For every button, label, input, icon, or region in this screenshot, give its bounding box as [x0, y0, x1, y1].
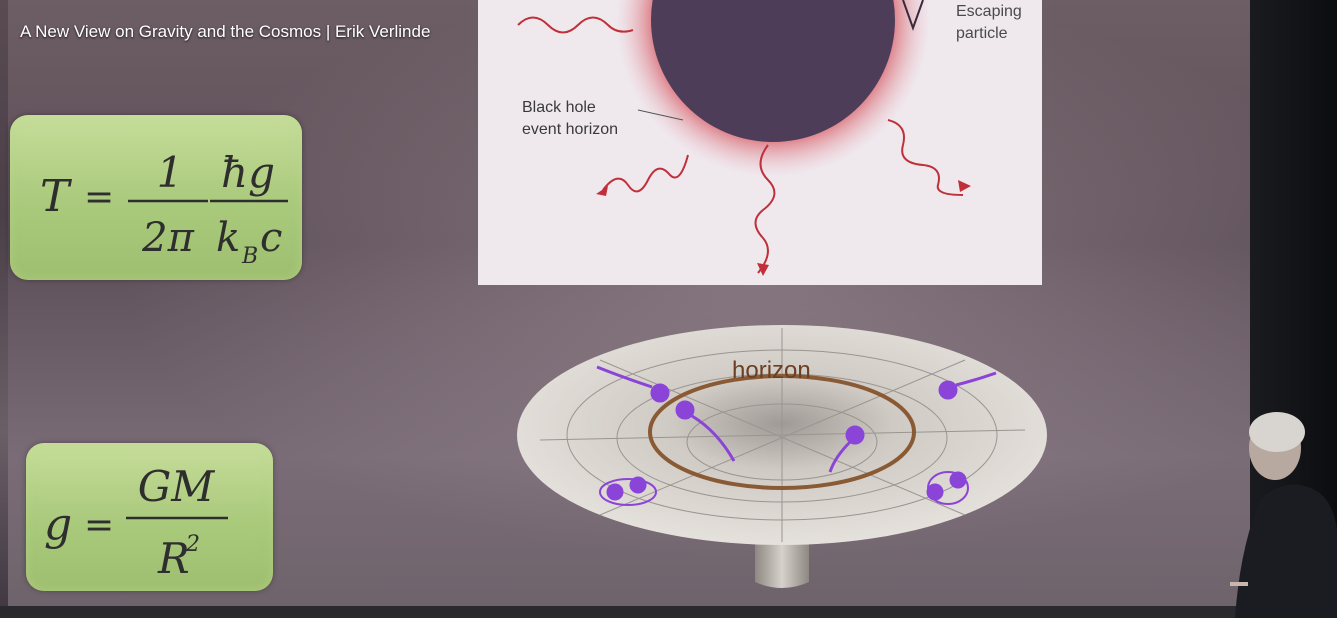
particle-1 [650, 383, 670, 403]
particle-4-trail [955, 371, 997, 387]
particle-path-left [602, 154, 689, 193]
speaker-hand [1230, 582, 1248, 586]
formula-frac2-den-c: c [260, 215, 282, 261]
formula-g-exponent: 2 [185, 532, 200, 557]
video-title[interactable]: A New View on Gravity and the Cosmos | E… [20, 22, 431, 41]
hawking-temperature-formula: T = 1 2π ħg k B c [10, 115, 302, 280]
formula-g-lhs: g [44, 499, 72, 550]
particles [596, 365, 997, 506]
formula-temperature-svg: T = 1 2π ħg k B c [40, 148, 288, 269]
particle-path-bottom [754, 144, 776, 274]
formula-frac1-denominator: 2π [141, 215, 194, 261]
horizon-funnel-diagram: horizon [510, 320, 1055, 600]
formula-g-equals: = [84, 505, 114, 546]
particle-4 [938, 380, 958, 400]
particle-3-trail [828, 440, 852, 473]
escaping-pointer [902, 0, 924, 31]
arrowhead-right [958, 180, 971, 192]
hawking-radiation-svg: Escaping particle Black hole event horiz… [478, 0, 1042, 285]
particle-2 [675, 400, 695, 420]
formula-frac2-numerator: ħg [221, 148, 275, 197]
label-pointer [637, 109, 684, 121]
black-hole-label-line1: Black hole [522, 99, 596, 116]
formula-frac2-den-sub: B [241, 244, 258, 269]
formula-g-denominator: R [157, 534, 190, 583]
formula-frac2-den-k: k [216, 215, 240, 261]
grid-line-diagonal-2 [599, 359, 966, 516]
hawking-radiation-illustration: Escaping particle Black hole event horiz… [478, 0, 1042, 285]
speaker-svg [1230, 412, 1337, 618]
horizon-funnel-svg: horizon [517, 325, 1047, 588]
speaker-body [1235, 484, 1337, 618]
particle-path-right [887, 119, 964, 196]
particle-3 [845, 425, 865, 445]
escaping-label-line2: particle [956, 25, 1008, 42]
escaping-label-line1: Escaping [956, 3, 1022, 20]
pair-loop-left [599, 478, 657, 506]
formula-equals: = [84, 177, 114, 218]
formula-g-numerator: GM [138, 462, 216, 511]
particle-2-trail [691, 414, 736, 462]
black-hole-label-line2: event horizon [522, 121, 618, 138]
particle-path-top [517, 16, 634, 34]
particle-1-trail [596, 365, 653, 389]
speaker-hair [1249, 412, 1305, 452]
formula-frac1-numerator: 1 [157, 148, 184, 197]
black-hole [651, 0, 895, 142]
particle-pair-left-a [606, 483, 624, 501]
arrowhead-bottom [757, 263, 769, 276]
stage-floor [0, 606, 1337, 618]
speaker-figure [1230, 410, 1337, 618]
newton-gravity-formula: g = GM R 2 [26, 443, 273, 591]
formula-gravity-svg: g = GM R 2 [44, 462, 228, 583]
horizon-ring [648, 374, 916, 490]
arrowhead-left [596, 186, 608, 196]
horizon-label: horizon [732, 357, 811, 384]
pair-loop-right [927, 471, 969, 505]
formula-lhs: T [40, 171, 73, 222]
